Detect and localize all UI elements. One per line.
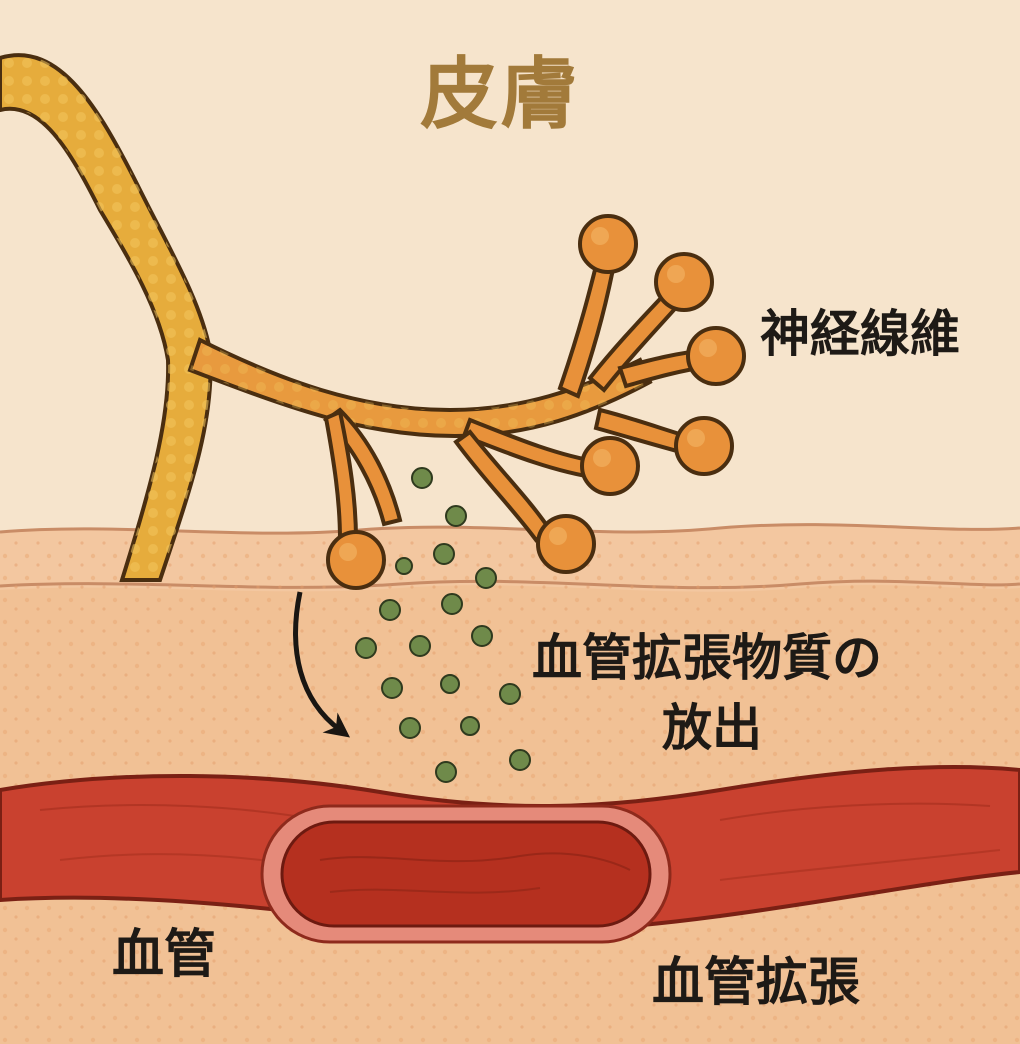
- bulb-highlights: [339, 227, 717, 561]
- vasoactive-release-label-line2: 放出: [662, 699, 762, 757]
- nerve-trunk: [0, 53, 213, 582]
- curved-down-arrow-icon: [293, 591, 350, 738]
- page-title: 皮膚: [420, 49, 581, 140]
- dilated-lumen: [260, 804, 672, 944]
- blood-vessel-label: 血管: [112, 925, 217, 985]
- vasodilation-label: 血管拡張: [652, 953, 861, 1013]
- vasoactive-granules: [355, 467, 531, 783]
- nerve-fiber-label: 神経線維: [760, 305, 960, 363]
- vasoactive-release-label-line1: 血管拡張物質の: [532, 629, 882, 687]
